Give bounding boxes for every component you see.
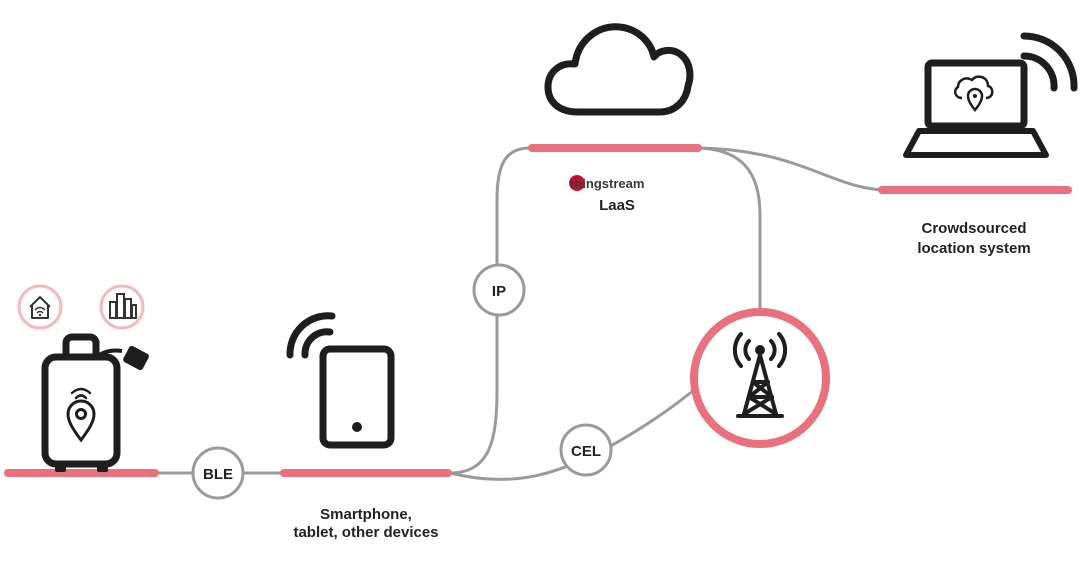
brand-name: thingstream bbox=[570, 176, 644, 191]
smartphone-caption-line-2: tablet, other devices bbox=[293, 524, 438, 541]
smartphone-caption: Smartphone, tablet, other devices bbox=[293, 506, 438, 541]
badge-ble-label: BLE bbox=[203, 466, 233, 483]
badge-cel-label: CEL bbox=[571, 443, 601, 460]
link-cloud-laptop bbox=[698, 146, 887, 192]
luggage-tag-icon bbox=[123, 345, 149, 371]
city-icon bbox=[99, 284, 145, 330]
badge-ip-label: IP bbox=[492, 283, 506, 300]
cloud-icon bbox=[544, 23, 694, 116]
home-wifi-icon bbox=[17, 284, 63, 330]
thingstream-logo-mark bbox=[569, 175, 585, 191]
laas-branding: thingstream LaaS bbox=[569, 175, 644, 214]
node-bars bbox=[4, 144, 1072, 477]
laas-label: LaaS bbox=[599, 197, 635, 214]
badge-cel: CEL bbox=[559, 423, 613, 477]
crowdsourced-caption: Crowdsourced location system bbox=[917, 220, 1030, 257]
badge-ble: BLE bbox=[191, 446, 245, 500]
laptop-icon bbox=[903, 32, 1078, 158]
cell-tower-icon bbox=[690, 308, 830, 448]
smartphone-caption-line-1: Smartphone, bbox=[320, 506, 412, 523]
badge-ip: IP bbox=[472, 263, 526, 317]
crowdsourced-caption-line-2: location system bbox=[917, 240, 1030, 257]
link-phone-cloud bbox=[448, 146, 532, 475]
luggage-tracker-icon bbox=[41, 333, 149, 472]
crowdsourced-caption-line-1: Crowdsourced bbox=[921, 220, 1026, 237]
smartphone-icon bbox=[286, 312, 395, 449]
link-cloud-tower bbox=[698, 146, 762, 320]
